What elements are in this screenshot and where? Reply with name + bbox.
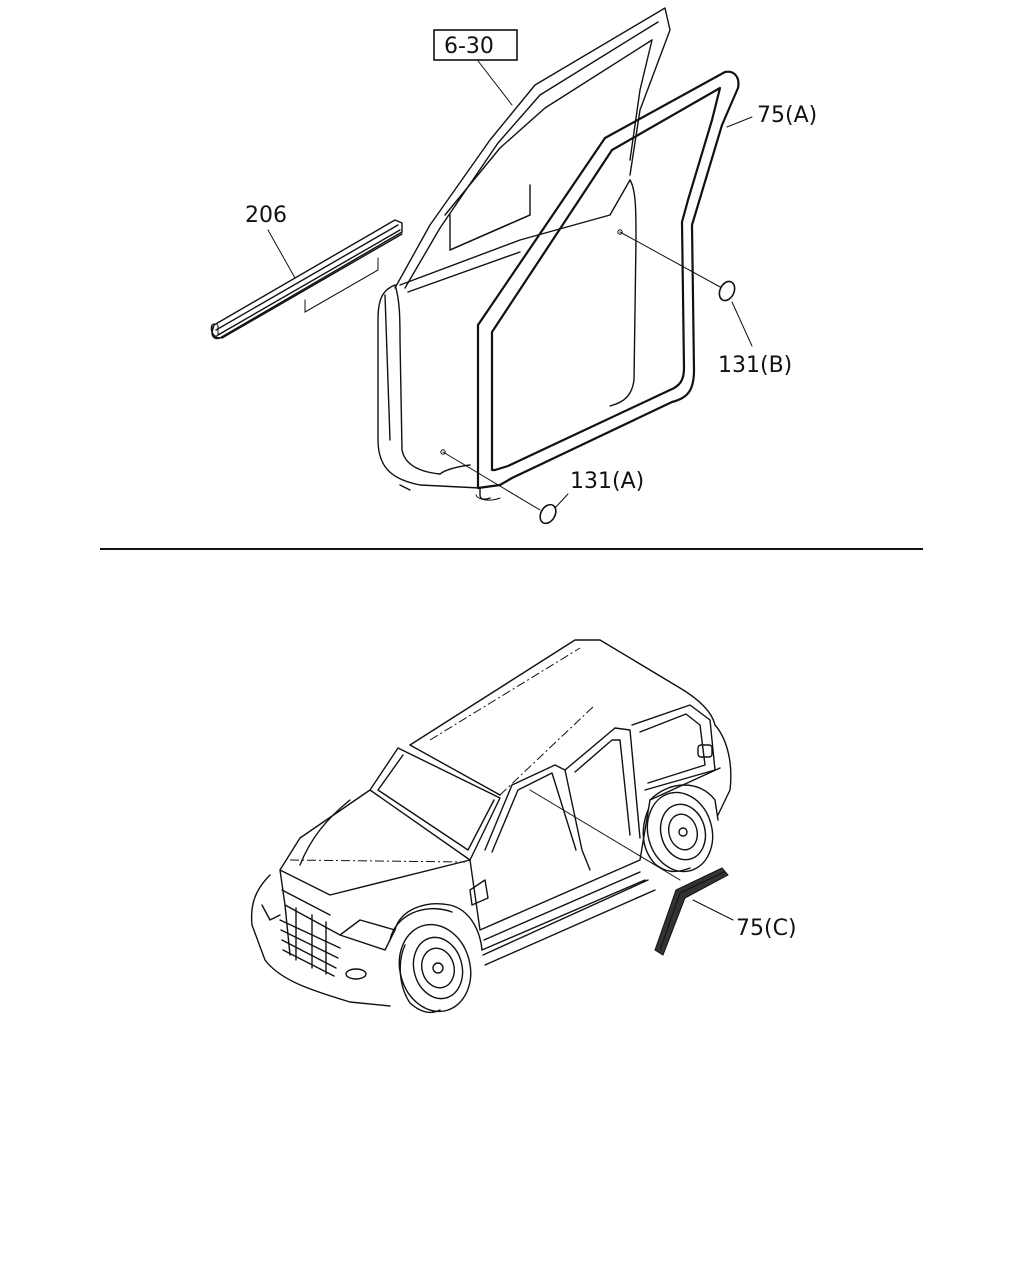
- plug-131b: [619, 231, 736, 302]
- callout-ref-6-30: 6-30: [444, 34, 494, 59]
- leader-206: [267, 229, 296, 279]
- callout-131b: 131(B): [718, 353, 792, 378]
- reference-box: [433, 29, 518, 61]
- leader-131b: [731, 301, 753, 347]
- front-wheel: [398, 923, 472, 1014]
- grille: [279, 907, 341, 977]
- leader-131a: [554, 493, 569, 509]
- vehicle-view: 75(C): [250, 639, 797, 1014]
- leader-75c: [692, 899, 734, 921]
- leader-6-30: [474, 56, 513, 106]
- callout-75c: 75(C): [736, 916, 797, 941]
- weatherstrip-75c: [654, 867, 729, 956]
- leader-75a: [726, 116, 753, 128]
- belt-molding-206: [210, 219, 403, 340]
- rear-wheel: [642, 791, 714, 873]
- callout-206: 206: [245, 203, 287, 228]
- door-weatherstrip-75a: [475, 70, 740, 501]
- plug-131a: [442, 451, 557, 525]
- callout-75a: 75(A): [757, 103, 817, 128]
- callout-131a: 131(A): [570, 469, 644, 494]
- door-assembly-view: 6-30 206 75(A) 131(B) 131(A): [210, 7, 817, 525]
- front-door-panel: [377, 7, 671, 500]
